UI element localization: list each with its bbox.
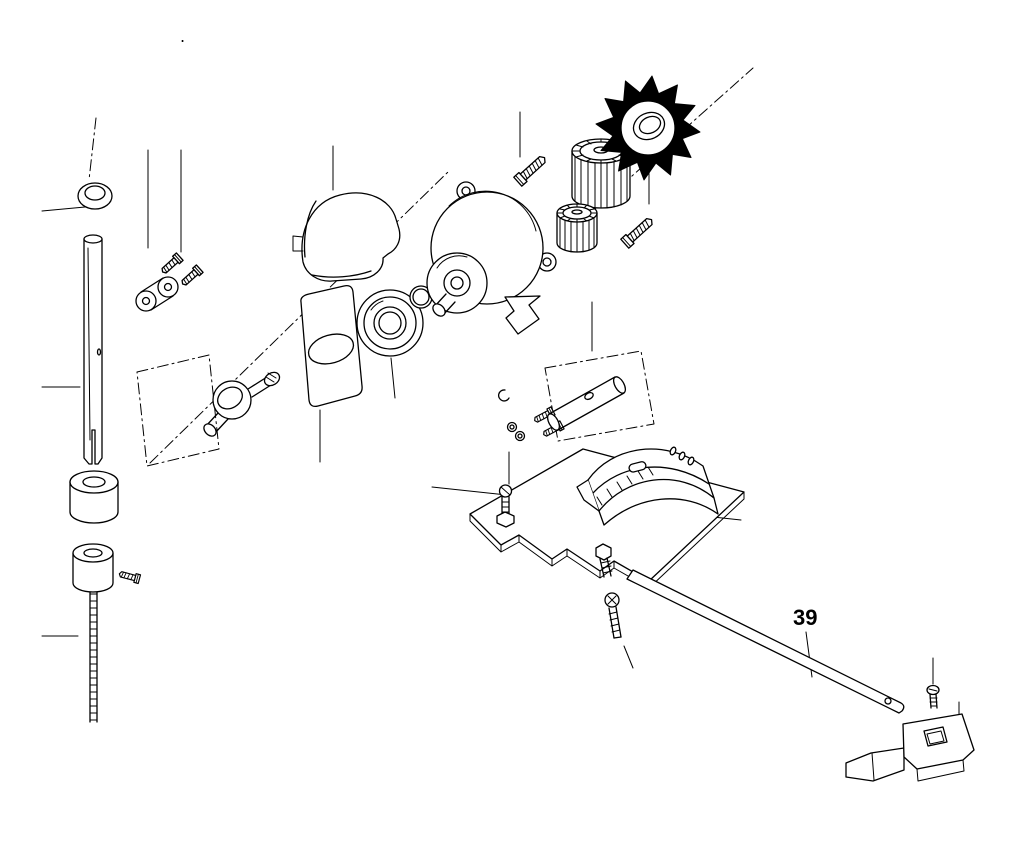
c-clip [497, 389, 510, 402]
pivot-rod [83, 234, 103, 465]
stray-dot: . [180, 27, 185, 46]
depth-gauge-bar [626, 569, 905, 714]
base-bolt [595, 543, 613, 578]
small-pinion-gear [556, 203, 598, 253]
spacer-collar [69, 470, 119, 524]
lock-collar [72, 543, 142, 593]
exploded-axis-main [149, 170, 450, 464]
part-number-39: 39 [793, 605, 817, 630]
pivot-cylinder-assembly [497, 376, 627, 442]
set-screw [117, 568, 142, 585]
threaded-rod [89, 591, 98, 723]
washers [506, 421, 526, 442]
link-plate-assembly [135, 252, 204, 312]
fence-block [845, 713, 975, 782]
centerline-top-left [88, 117, 97, 181]
cover-cap [292, 192, 401, 282]
link-screw [158, 252, 184, 277]
leader-line [41, 206, 86, 212]
plate-bolt [496, 484, 515, 528]
dash-dot-box-left [136, 354, 220, 467]
leader-line [623, 645, 634, 669]
fence-screw [926, 684, 940, 709]
ball-bearing [356, 289, 424, 357]
machine-screw [513, 152, 550, 187]
curved-guard [576, 446, 719, 526]
cross-head-screw [604, 592, 622, 639]
roller-pin [203, 371, 281, 437]
slide-plate [300, 284, 363, 408]
top-bushing [77, 182, 113, 210]
link-screw [178, 264, 204, 289]
leader-line [390, 357, 396, 399]
fan-gear [594, 74, 702, 182]
machine-screw [620, 214, 657, 249]
gear-housing [426, 181, 557, 335]
